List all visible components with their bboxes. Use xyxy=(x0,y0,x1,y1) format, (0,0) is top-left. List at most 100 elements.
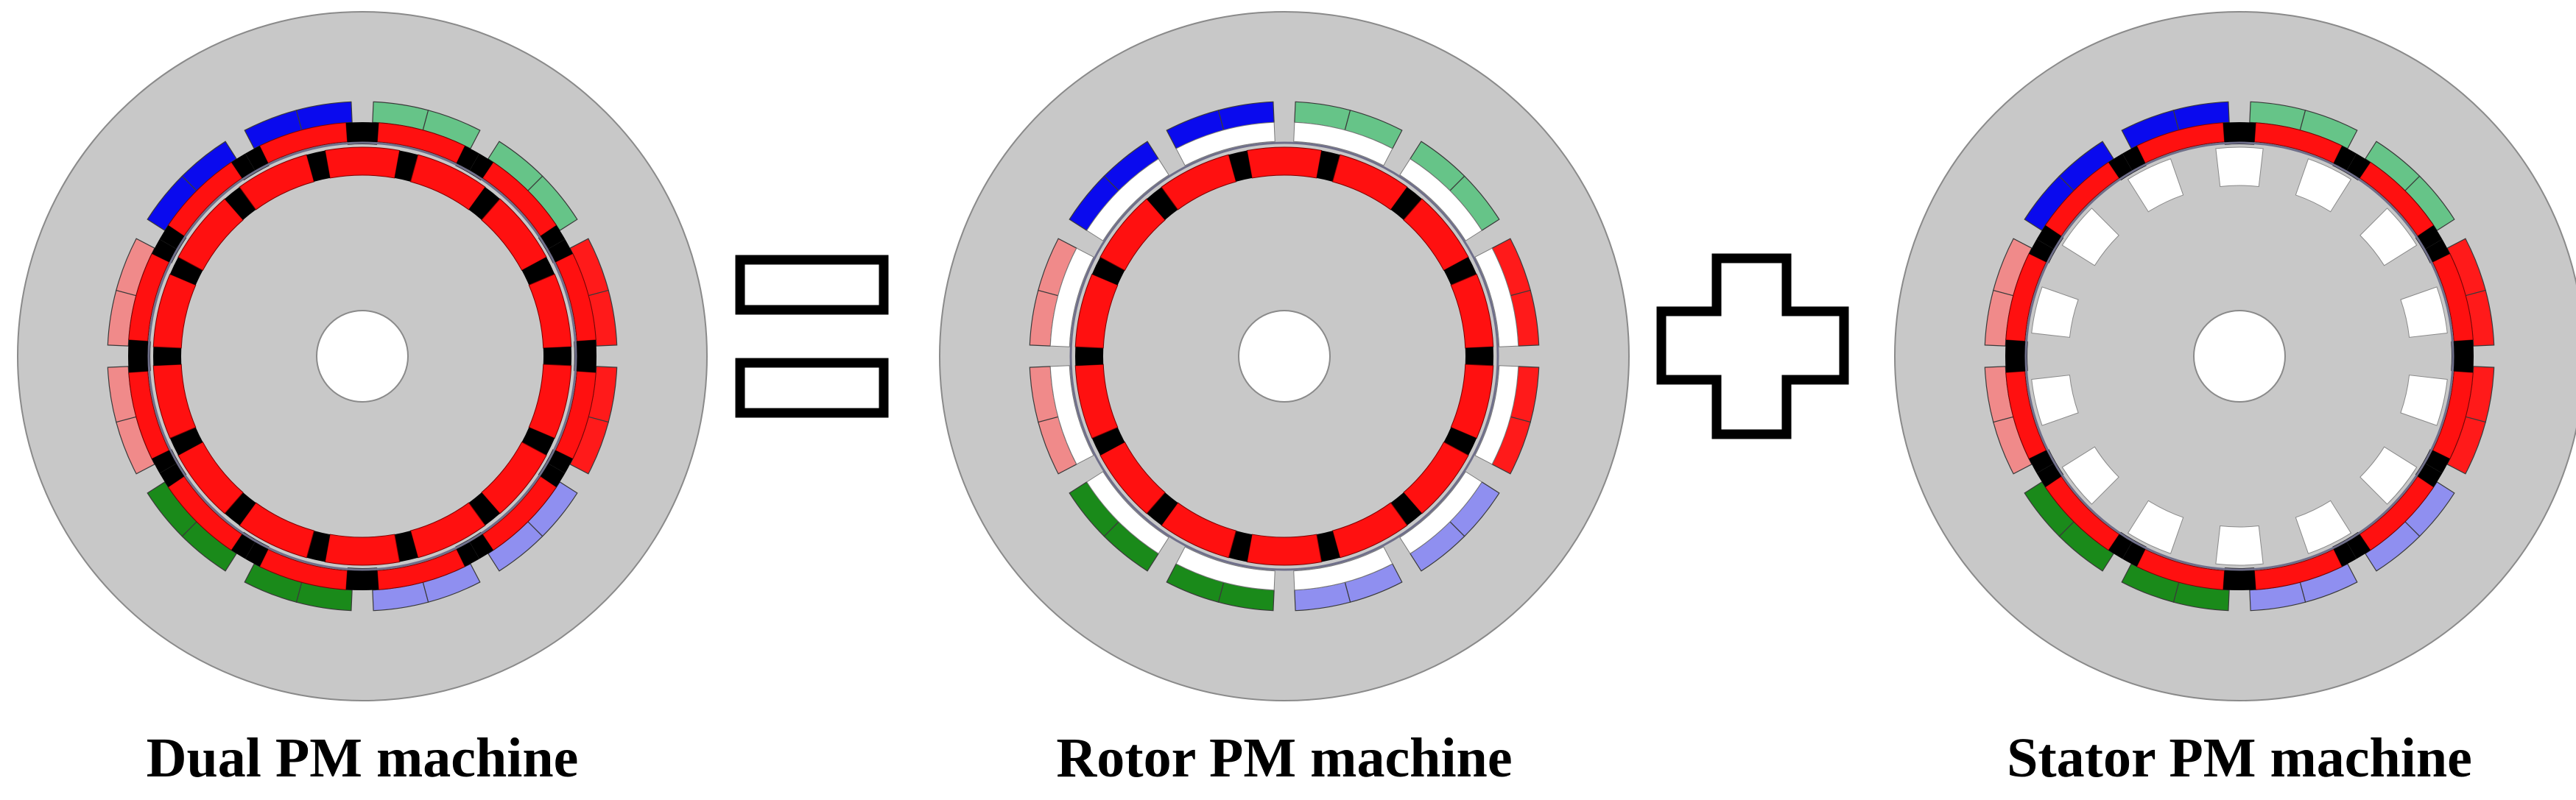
stator-magnet xyxy=(2432,370,2474,460)
rotor-pm-machine-label: Rotor PM machine xyxy=(1056,727,1512,789)
rotor-magnet xyxy=(324,534,401,566)
tooth-tip xyxy=(345,567,362,590)
stator-slot-opening xyxy=(1293,121,1393,166)
rotor-iron-bridge xyxy=(306,531,331,562)
rotor-iron-bridge xyxy=(1147,492,1178,525)
rotor-iron-bridge xyxy=(1228,150,1253,182)
stator-slot-opening xyxy=(1086,471,1169,554)
rotor-slot xyxy=(2295,500,2352,554)
tooth-tip xyxy=(127,339,151,356)
rotor-iron-bridge xyxy=(1091,257,1125,286)
rotor-iron-bridge xyxy=(394,531,418,562)
rotor-iron-bridge xyxy=(1316,150,1340,182)
rotor-iron-bridge xyxy=(543,347,572,366)
rotor-iron-bridge xyxy=(1465,347,1494,366)
rotor-slot xyxy=(2359,208,2418,266)
rotor-magnet xyxy=(239,154,315,210)
rotor-magnet xyxy=(481,442,547,514)
stator-magnet xyxy=(2005,370,2047,460)
stator-slot-opening xyxy=(1049,365,1094,465)
stator-slot-opening xyxy=(1049,247,1094,347)
rotor-slot xyxy=(2061,446,2119,505)
rotor-iron-bridge xyxy=(1390,492,1422,525)
rotor-iron-bridge xyxy=(468,492,500,525)
rotor-magnet xyxy=(152,273,197,349)
rotor-slot xyxy=(2295,158,2352,213)
tooth-tip xyxy=(2223,567,2239,590)
rotor-iron-bridge xyxy=(1443,257,1477,286)
stator-slot-opening xyxy=(1175,121,1275,166)
stator-magnet xyxy=(555,370,597,460)
stator-magnet xyxy=(2136,548,2225,590)
tooth-tip xyxy=(345,122,362,145)
equals-bar-top xyxy=(735,255,889,315)
air-gap xyxy=(1069,141,1499,571)
stator-slot-opening xyxy=(1293,546,1393,591)
rotor-iron-bridge xyxy=(1074,347,1104,366)
rotor-magnet xyxy=(1161,154,1237,210)
stator-magnet xyxy=(258,548,348,590)
rotor-magnet xyxy=(1246,534,1323,566)
tooth-tip xyxy=(2239,122,2256,145)
shaft-hole xyxy=(1238,310,1331,403)
stator-magnet xyxy=(128,370,170,460)
rotor-iron-bridge xyxy=(468,187,500,220)
rotor-slot xyxy=(2400,286,2448,338)
stator-magnet xyxy=(376,122,466,164)
stator-magnet xyxy=(2136,122,2225,164)
rotor-iron-bridge xyxy=(169,257,203,286)
rotor-iron-bridge xyxy=(1443,427,1477,456)
tooth-tip xyxy=(574,339,597,356)
tooth-tip xyxy=(2239,567,2256,590)
stator-slot-opening xyxy=(1399,158,1482,241)
rotor-iron-bridge xyxy=(152,347,182,366)
rotor-iron-bridge xyxy=(1390,187,1422,220)
tooth-tip xyxy=(2005,339,2028,356)
tooth-tip xyxy=(2451,339,2474,356)
stator-magnet xyxy=(555,252,597,342)
rotor-slot xyxy=(2127,500,2184,554)
tooth-tip xyxy=(362,122,379,145)
tooth-tip xyxy=(574,356,597,373)
stator-magnet xyxy=(2432,252,2474,342)
rotor-magnet xyxy=(481,198,547,271)
rotor-iron-bridge xyxy=(225,187,256,220)
rotor-iron-bridge xyxy=(521,257,555,286)
rotor-slot xyxy=(2061,208,2119,266)
stator-magnet xyxy=(2005,252,2047,342)
rotor-magnet xyxy=(1403,442,1469,514)
equals-bar-bottom xyxy=(735,358,889,418)
rotor-slot xyxy=(2031,286,2079,338)
stator-slot-opening xyxy=(1474,247,1519,347)
rotor-magnet xyxy=(324,146,401,179)
rotor-iron-bridge xyxy=(1316,531,1340,562)
tooth-tip xyxy=(2005,356,2028,373)
rotor-slot xyxy=(2031,375,2079,426)
rotor-iron-bridge xyxy=(1228,531,1253,562)
tooth-tip xyxy=(2451,356,2474,373)
rotor-iron-bridge xyxy=(169,427,203,456)
rotor-iron-bridge xyxy=(521,427,555,456)
shaft-hole xyxy=(316,310,409,403)
dual-pm-machine xyxy=(17,11,708,701)
rotor-slot xyxy=(2215,525,2264,566)
rotor-iron-bridge xyxy=(225,492,256,525)
dual-pm-machine-label: Dual PM machine xyxy=(147,727,579,789)
stator-slot-opening xyxy=(1086,158,1169,241)
stator-slot-opening xyxy=(1474,365,1519,465)
stator-magnet xyxy=(2253,122,2343,164)
rotor-magnet xyxy=(1246,146,1323,179)
stator-slot-opening xyxy=(1399,471,1482,554)
equals-sign xyxy=(735,255,889,418)
rotor-slot xyxy=(2400,375,2448,426)
air-gap xyxy=(147,141,577,571)
rotor-iron-bridge xyxy=(1147,187,1178,220)
stator-pm-machine xyxy=(1894,11,2576,701)
stator-magnet xyxy=(258,122,348,164)
rotor-iron-bridge xyxy=(306,150,331,182)
stator-slot-opening xyxy=(1175,546,1275,591)
air-gap xyxy=(2024,141,2454,571)
rotor-pm-machine xyxy=(939,11,1630,701)
rotor-slot xyxy=(2127,158,2184,213)
